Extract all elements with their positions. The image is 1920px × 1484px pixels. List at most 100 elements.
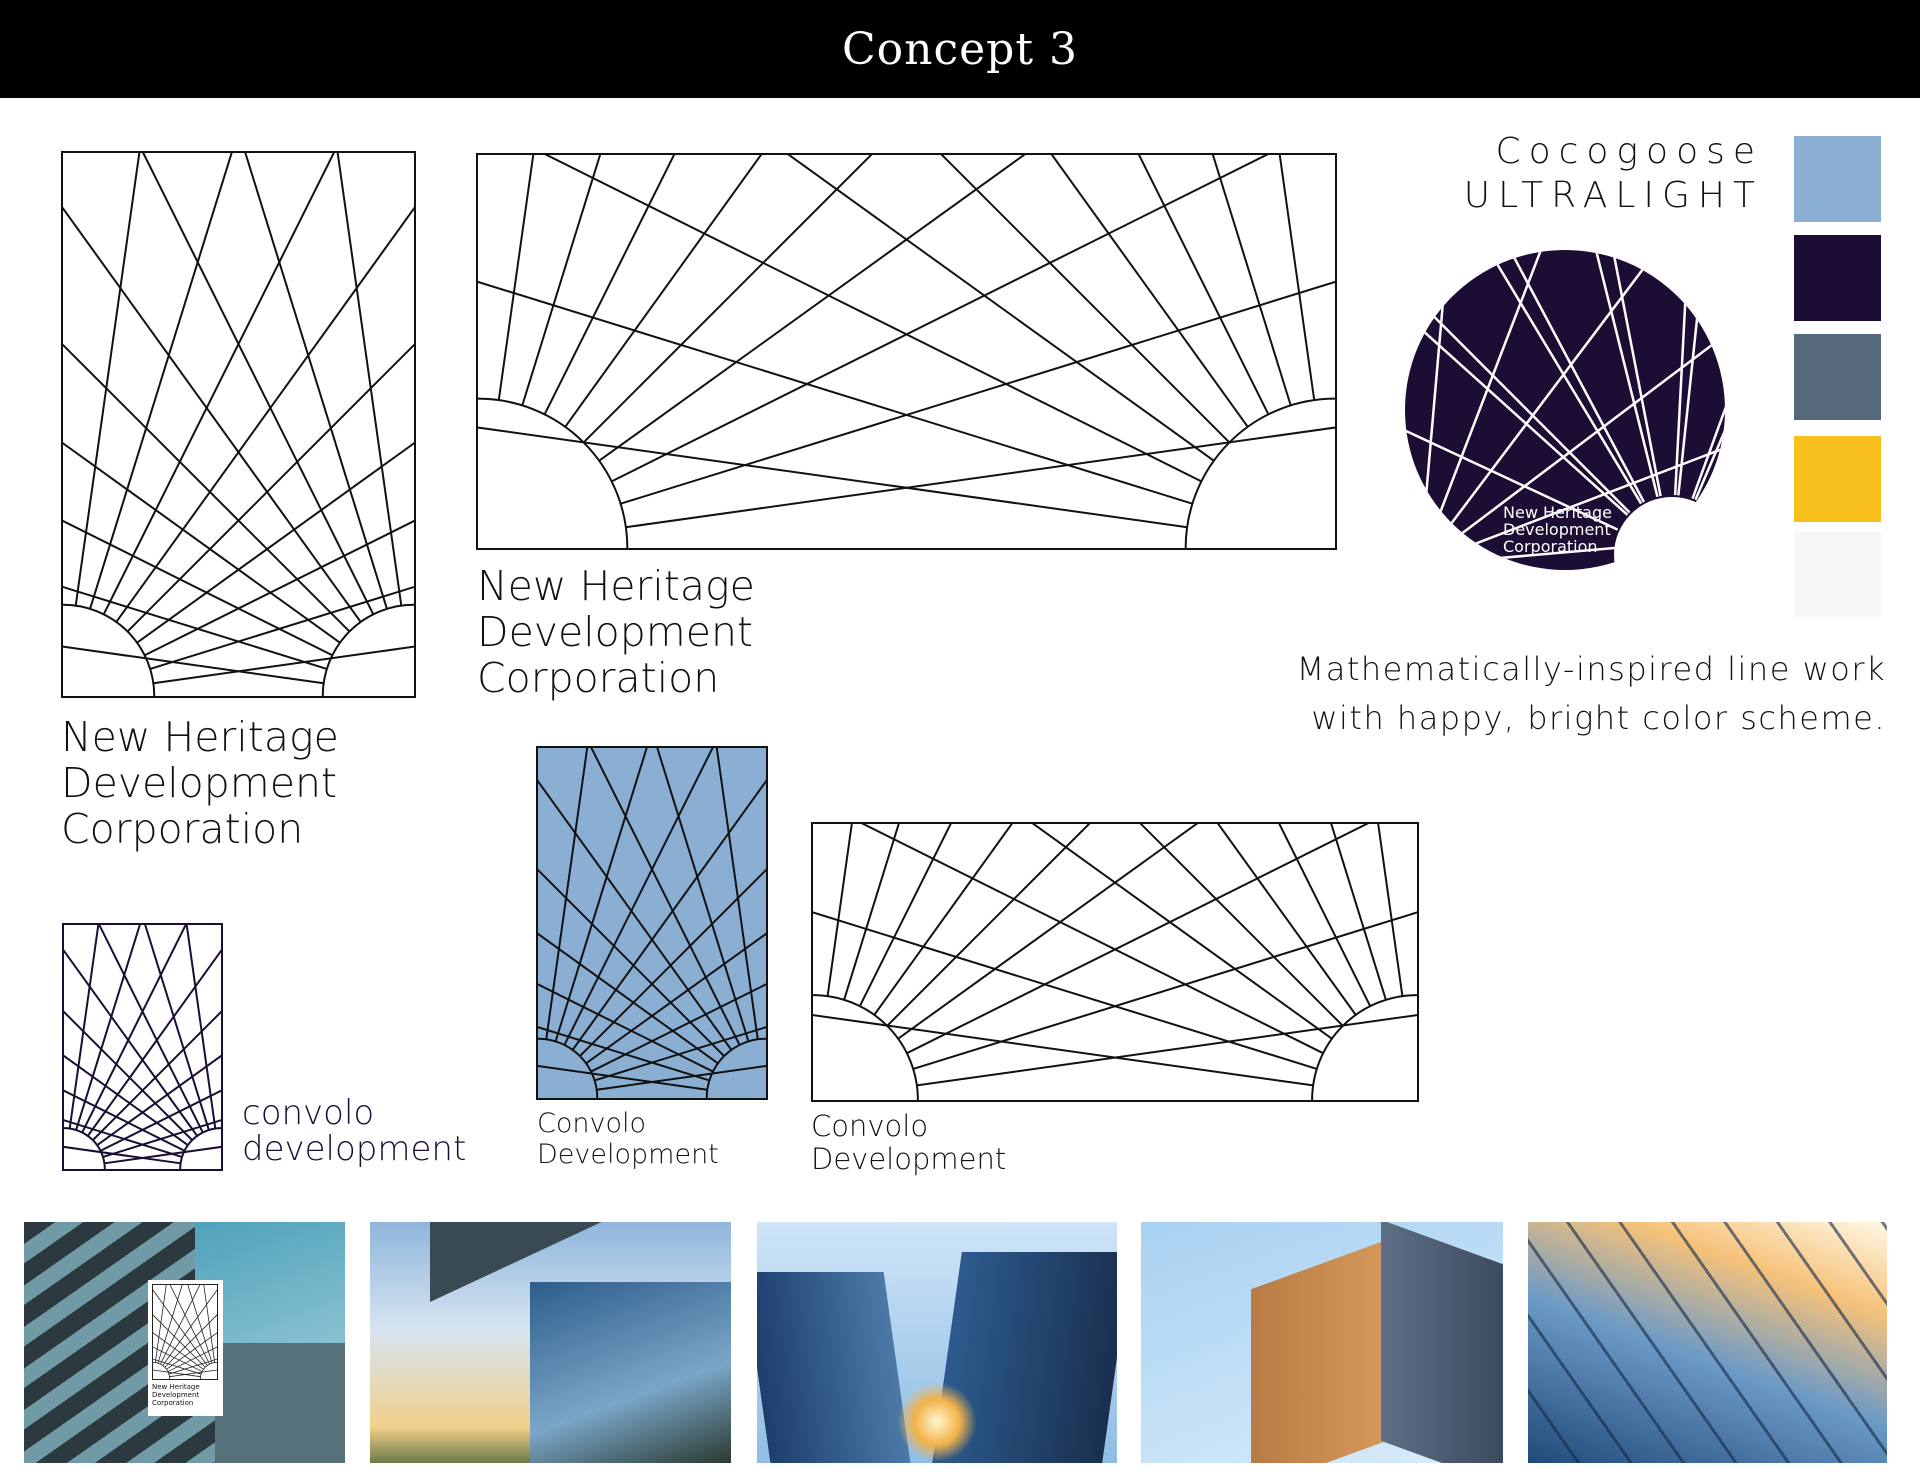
ray-line — [563, 748, 714, 1046]
ray-line — [590, 748, 741, 1046]
ray-line — [813, 911, 1318, 1070]
ray-line — [104, 1145, 221, 1165]
ray-line — [873, 824, 1013, 1016]
ray-line — [96, 1054, 221, 1146]
photo-architecture-louvers: New Heritage Development Corporation — [24, 1222, 345, 1463]
ray-line — [611, 155, 1269, 483]
ray-line — [478, 280, 1193, 505]
ray-line — [1211, 155, 1292, 406]
ray-pattern — [63, 153, 414, 696]
ray-line — [168, 1318, 345, 1375]
card-text-line: Corporation — [152, 1399, 194, 1407]
wordmark-line: Convolo — [537, 1108, 647, 1139]
ray-line — [1050, 155, 1249, 428]
corner-arc — [179, 1127, 221, 1169]
badge-text-line: Development — [1503, 520, 1611, 539]
ray-line — [912, 911, 1417, 1070]
badge-ray — [1673, 250, 1705, 496]
ray-line — [63, 519, 333, 657]
badge-ray — [1405, 250, 1645, 503]
ray-line — [544, 155, 1202, 483]
concept-tagline: Mathematically-inspired line work with h… — [1297, 645, 1886, 743]
color-swatch-light-blue — [1794, 136, 1881, 222]
ray-line — [144, 519, 414, 657]
tagline-line: with happy, bright color scheme. — [1311, 699, 1886, 737]
ray-line — [538, 1026, 710, 1082]
ray-line — [64, 949, 198, 1137]
ray-line — [940, 155, 1231, 444]
logo-wide-wordmark: New Heritage Development Corporation — [477, 563, 755, 701]
wordmark-line: Development — [61, 759, 338, 807]
logo-tall-artwork — [61, 151, 416, 698]
ray-line — [906, 824, 1369, 1055]
typeface-weight: ULTRALIGHT — [1463, 175, 1763, 216]
ray-line — [115, 206, 414, 623]
badge-ray — [1405, 250, 1631, 514]
corner-arc — [705, 1037, 766, 1098]
convolo-small-wordmark: convolo development — [242, 1095, 466, 1167]
corner-arc — [63, 603, 156, 696]
ray-line — [136, 442, 414, 644]
ray-line — [1217, 824, 1357, 1016]
convolo-wide-artwork — [811, 822, 1419, 1102]
ray-line — [843, 824, 900, 1001]
ray-line — [1330, 824, 1387, 1001]
wordmark-line: convolo — [242, 1093, 375, 1133]
card-text-line: New Heritage — [152, 1383, 200, 1391]
ray-line — [620, 280, 1335, 505]
ray-line — [64, 1089, 185, 1152]
convolo-blue-artwork — [536, 746, 768, 1100]
ray-line — [63, 442, 341, 644]
badge-text-line: New Heritage — [1503, 503, 1612, 522]
photo-glass-facade-reflection — [370, 1222, 731, 1463]
ray-line — [813, 1014, 1314, 1087]
ray-pattern — [64, 925, 221, 1169]
ray-line — [596, 1064, 766, 1091]
ray-pattern — [538, 748, 766, 1098]
wordmark-line: New Heritage — [477, 562, 755, 610]
photo-glass-tower-sunlight — [1528, 1222, 1887, 1463]
ray-line — [81, 925, 187, 1133]
logo-wide-artwork — [476, 153, 1337, 550]
corner-arc — [152, 1361, 171, 1380]
ray-line — [64, 1054, 189, 1146]
ray-line — [545, 748, 589, 1040]
ray-line — [579, 868, 766, 1057]
ray-line — [64, 1145, 181, 1165]
ray-line — [63, 585, 328, 670]
ray-line — [554, 748, 648, 1042]
ray-line — [571, 779, 766, 1051]
ray-line — [861, 824, 1324, 1055]
color-swatch-slate — [1794, 334, 1881, 420]
ray-line — [625, 426, 1335, 529]
badge-ray — [1405, 300, 1619, 531]
corner-arc — [199, 1361, 218, 1380]
wordmark-line: development — [242, 1129, 467, 1169]
ray-line — [63, 206, 362, 623]
photo-apartment-building — [1141, 1222, 1503, 1463]
ray-line — [68, 925, 100, 1129]
ray-line — [92, 1010, 221, 1141]
ray-line — [787, 155, 1215, 462]
ray-line — [1137, 155, 1270, 415]
photo-skyscrapers-sunburst — [757, 1222, 1117, 1463]
wordmark-line: New Heritage — [61, 713, 339, 761]
badge-ray — [1418, 250, 1637, 566]
ray-line — [24, 1318, 202, 1375]
ray-line — [64, 1119, 183, 1158]
ray-line — [594, 1026, 766, 1082]
badge-ray — [1677, 250, 1725, 496]
ray-line — [1139, 824, 1344, 1027]
ray-line — [886, 824, 1091, 1027]
ray-line — [543, 155, 676, 415]
photo-logo-card: New Heritage Development Corporation — [24, 1222, 345, 1416]
ray-pattern — [24, 1222, 345, 1380]
ray-pattern — [478, 155, 1335, 548]
ray-pattern — [813, 824, 1417, 1100]
ray-line — [715, 748, 759, 1040]
logo-tall-wordmark: New Heritage Development Corporation — [61, 714, 339, 852]
ray-line — [74, 153, 141, 606]
badge-ray — [1419, 250, 1725, 566]
ray-line — [538, 779, 733, 1051]
color-swatch-navy — [1794, 235, 1881, 321]
